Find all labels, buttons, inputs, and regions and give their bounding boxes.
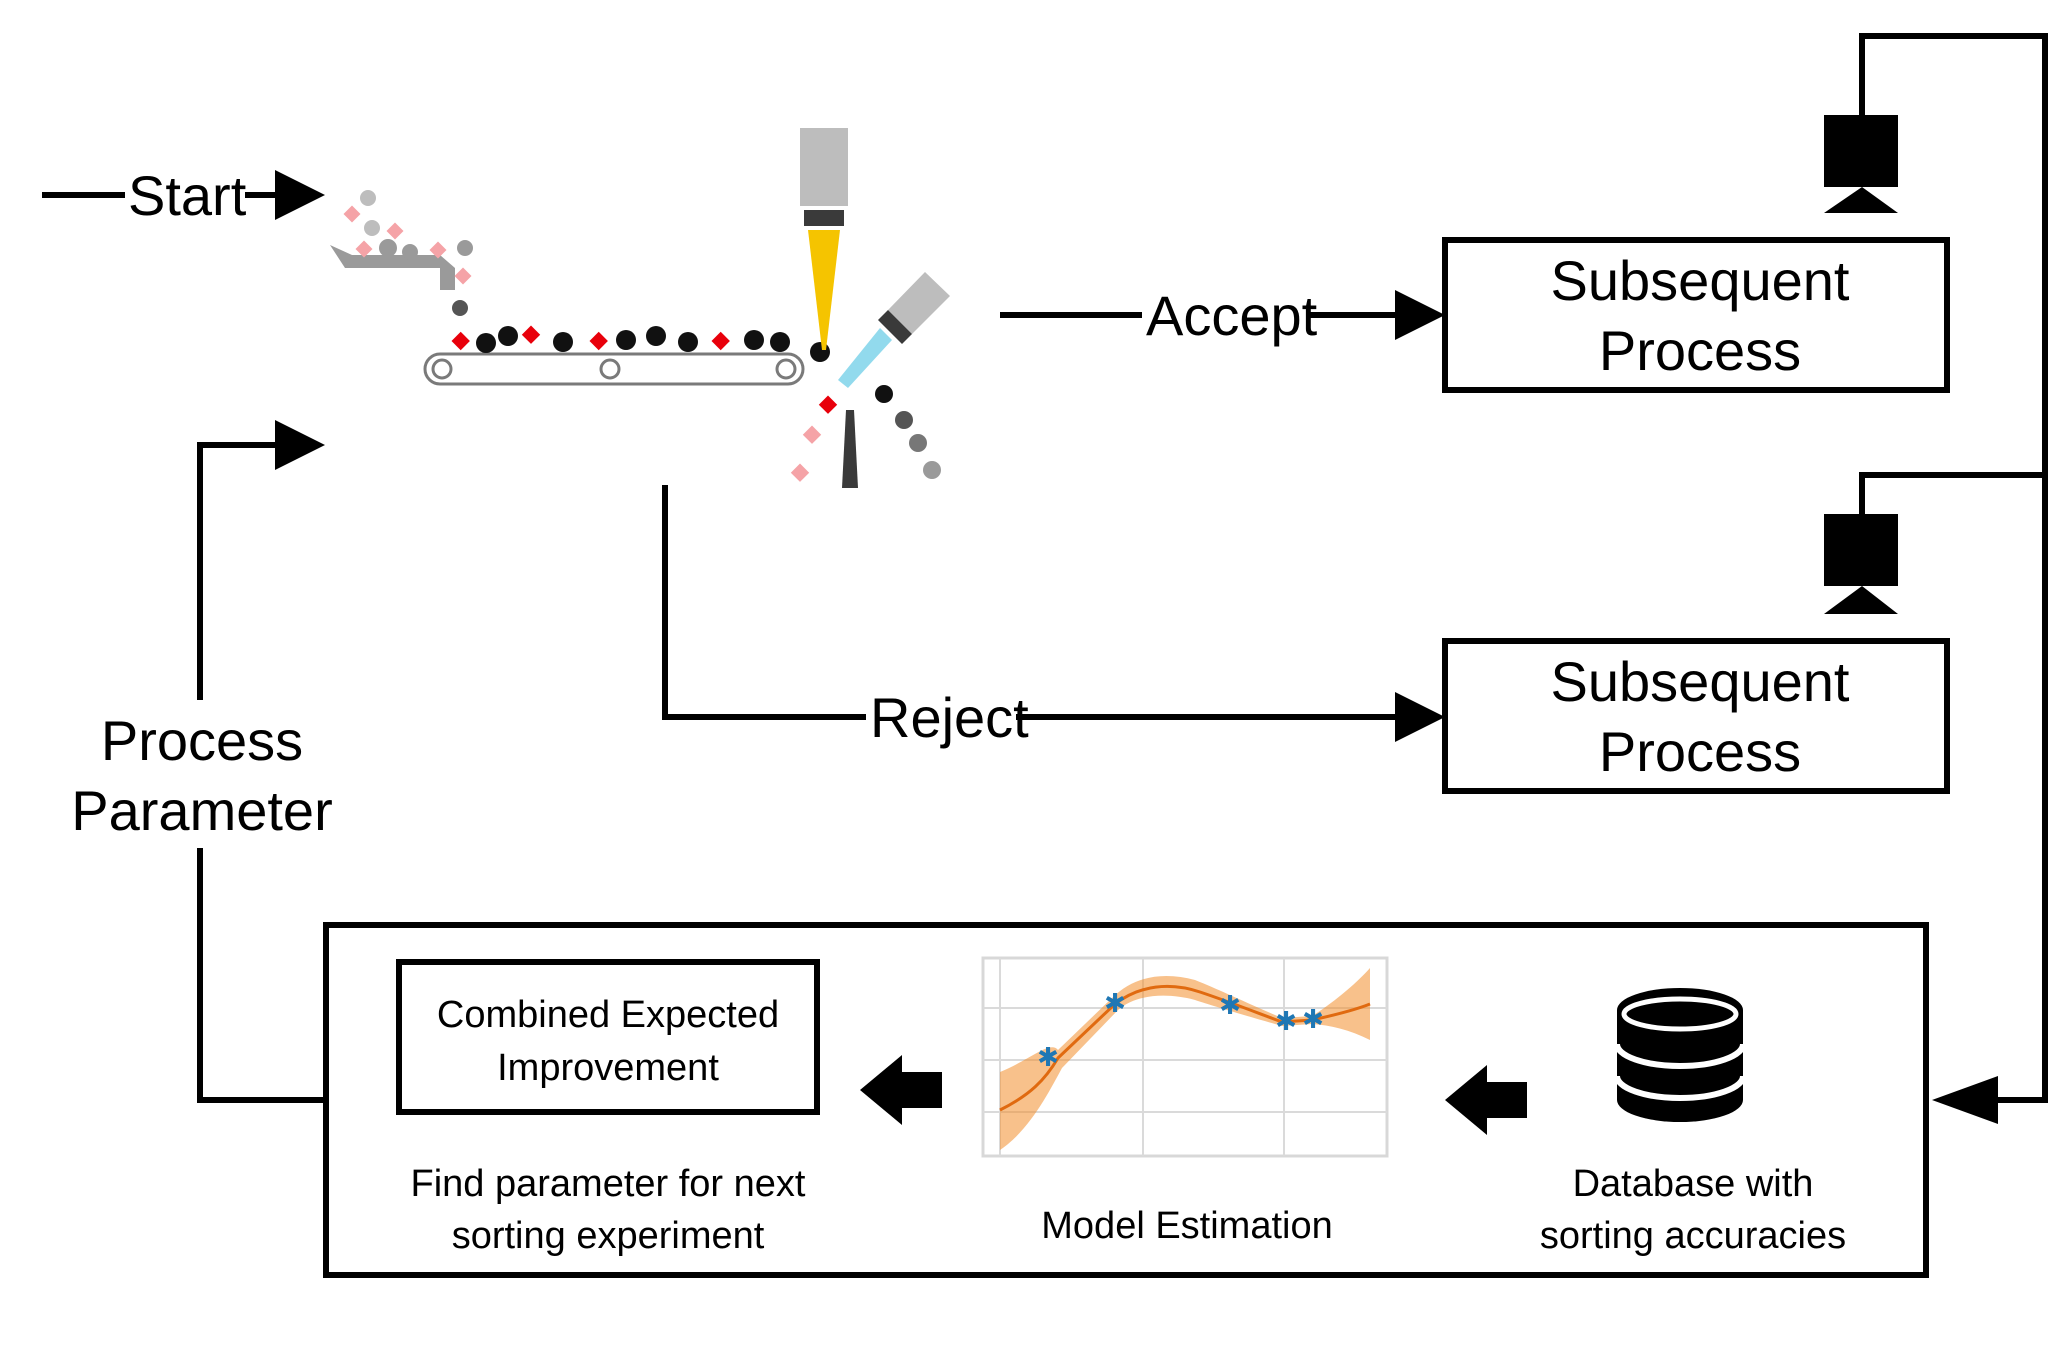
sensor-icon bbox=[800, 128, 848, 350]
camera-icon bbox=[1824, 115, 1898, 213]
svg-text:✱: ✱ bbox=[1104, 988, 1126, 1018]
subsequent-process-bottom-line2: Process bbox=[1599, 720, 1801, 783]
cei-line2: Improvement bbox=[497, 1047, 719, 1089]
svg-text:✱: ✱ bbox=[1219, 990, 1241, 1020]
process-parameter-label-line1: Process bbox=[101, 709, 303, 772]
conveyor-belt-icon bbox=[423, 325, 830, 386]
subsequent-process-top-box bbox=[1442, 237, 1950, 393]
svg-text:✱: ✱ bbox=[1302, 1004, 1324, 1034]
process-parameter-arrow bbox=[197, 420, 326, 1103]
model-estimation-caption: Model Estimation bbox=[1041, 1205, 1332, 1247]
separator-blade-icon bbox=[790, 385, 941, 488]
start-arrow bbox=[42, 170, 325, 220]
cei-line1: Combined Expected bbox=[437, 994, 779, 1036]
database-icon bbox=[1614, 988, 1746, 1122]
left-arrow-icon bbox=[1445, 1065, 1527, 1135]
accept-label: Accept bbox=[1146, 284, 1318, 347]
process-parameter-label-line2: Parameter bbox=[71, 779, 332, 842]
left-arrow-icon bbox=[860, 1055, 942, 1125]
feedback-wiring bbox=[1859, 33, 2048, 1124]
model-estimation-plot: ✱ ✱ ✱ ✱ ✱ bbox=[981, 956, 1389, 1158]
svg-text:✱: ✱ bbox=[1275, 1006, 1297, 1036]
accept-arrow bbox=[1000, 290, 1445, 340]
svg-text:✱: ✱ bbox=[1037, 1042, 1059, 1072]
start-label: Start bbox=[128, 164, 247, 227]
cei-box bbox=[396, 959, 820, 1115]
subsequent-process-top-line2: Process bbox=[1599, 319, 1801, 382]
reject-label: Reject bbox=[870, 686, 1029, 749]
feeder-chute-icon bbox=[330, 190, 473, 316]
subsequent-process-bottom-line1: Subsequent bbox=[1551, 650, 1850, 713]
find-caption-line1: Find parameter for next bbox=[411, 1163, 806, 1205]
subsequent-process-top-line1: Subsequent bbox=[1551, 249, 1850, 312]
database-caption-line1: Database with bbox=[1573, 1163, 1814, 1205]
air-nozzle-icon bbox=[838, 272, 950, 388]
reject-arrow bbox=[662, 485, 1445, 742]
database-caption-line2: sorting accuracies bbox=[1540, 1215, 1846, 1257]
find-caption-line2: sorting experiment bbox=[452, 1215, 765, 1257]
camera-icon bbox=[1824, 514, 1898, 614]
subsequent-process-bottom-box bbox=[1442, 638, 1950, 794]
